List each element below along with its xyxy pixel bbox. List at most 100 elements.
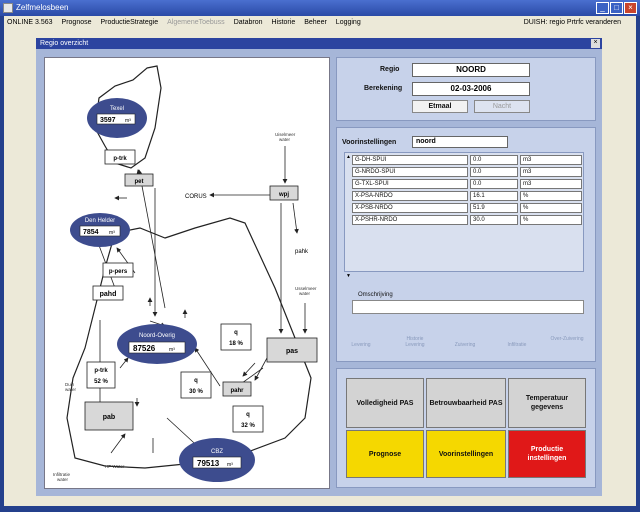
voorinstellingen-value[interactable]: noord — [412, 136, 508, 148]
node-q1[interactable]: q 18 % — [220, 323, 252, 351]
footer-historie-levering: Historie Levering — [405, 336, 425, 348]
region-texel-value: 3597 — [100, 117, 116, 124]
grid-scroll-down-icon[interactable]: ▼ — [346, 273, 351, 279]
grid-scroll-up-icon[interactable]: ▲ — [346, 154, 351, 160]
setting-unit: % — [520, 215, 582, 225]
panel-title: Regio overzicht — [40, 40, 89, 47]
node-ppers[interactable]: p-pers — [102, 262, 134, 278]
footer-levering: Levering — [351, 342, 371, 348]
node-pet[interactable]: pet — [124, 173, 154, 187]
panel-close-icon[interactable]: × — [591, 39, 600, 48]
svg-text:30 %: 30 % — [189, 389, 203, 395]
svg-text:pahr: pahr — [230, 388, 244, 394]
footer-over-zuivering: Over-Zuivering — [550, 336, 584, 342]
node-pahr[interactable]: pahr — [222, 381, 252, 397]
omschrijving-label: Omschrijving — [358, 292, 393, 298]
window-titlebar: Zelfmelosbeen _ □ × — [0, 0, 640, 16]
region-den-helder-value: 7854 — [83, 229, 99, 236]
menu-prognose[interactable]: Prognose — [61, 19, 92, 26]
svg-text:q: q — [234, 330, 238, 336]
setting-unit: % — [520, 191, 582, 201]
region-noord-overig-name: Noord-Overig — [139, 333, 175, 339]
panel-titlebar: Regio overzicht × — [36, 38, 602, 49]
node-ptrk-1[interactable]: p-trk — [104, 149, 136, 165]
opp-water-2-line2: water — [299, 291, 311, 296]
regio-value: NOORD — [412, 63, 530, 77]
opp-water-2-line1: Usselmeer — [295, 286, 317, 291]
setting-value[interactable]: 0.0 — [470, 179, 518, 189]
region-cbz-name: CBZ — [211, 449, 223, 455]
node-q2[interactable]: q 30 % — [180, 371, 212, 399]
svg-text:pahd: pahd — [100, 291, 117, 298]
region-den-helder[interactable]: Den Helder 7854 m³ — [70, 213, 130, 247]
nacht-button: Nacht — [474, 100, 530, 113]
tile-voorinstellingen[interactable]: Voorinstellingen — [426, 430, 506, 478]
user-region-link[interactable]: DUISH: regio Prtrfc veranderen — [523, 19, 621, 26]
close-icon[interactable]: × — [624, 2, 637, 14]
region-noord-overig[interactable]: Noord-Overig 87526 m³ — [117, 324, 197, 364]
app-icon — [3, 3, 13, 13]
region-texel-unit: m³ — [125, 118, 131, 124]
menu-bar: ONLINE 3.563 Prognose ProductieStrategie… — [4, 16, 636, 30]
minimize-icon[interactable]: _ — [596, 2, 609, 14]
svg-text:pet: pet — [135, 179, 144, 185]
node-q3[interactable]: q 32 % — [232, 405, 264, 433]
setting-unit: m3 — [520, 155, 582, 165]
omschrijving-field[interactable] — [352, 300, 584, 314]
setting-name: X-PSHR-NRDO — [352, 215, 468, 225]
map-panel: Texel 3597 m³ Den Helder 7854 m³ Noord-O… — [44, 57, 330, 489]
window-title: Zelfmelosbeen — [16, 3, 69, 12]
region-den-helder-unit: m³ — [109, 230, 115, 236]
region-texel[interactable]: Texel 3597 m³ — [87, 98, 147, 138]
menu-productiestrategie[interactable]: ProductieStrategie — [100, 19, 159, 26]
berekening-value: 02-03-2006 — [412, 82, 530, 96]
infiltratie-line1: Infiltratie — [53, 472, 71, 477]
menu-historie[interactable]: Historie — [271, 19, 296, 26]
svg-text:52 %: 52 % — [94, 379, 108, 385]
hpwater-label: HF-Water — [105, 464, 125, 469]
voorinstellingen-label: Voorinstellingen — [342, 139, 397, 146]
menu-databron[interactable]: Databron — [233, 19, 263, 26]
regio-label: Regio — [380, 66, 400, 73]
tile-prognose[interactable]: Prognose — [346, 430, 424, 478]
corus-label: CORUS — [185, 194, 207, 200]
node-ptrk-2[interactable]: p-trk 52 % — [86, 361, 116, 389]
svg-text:pas: pas — [286, 348, 298, 355]
node-pahd[interactable]: pahd — [92, 285, 124, 301]
setting-value[interactable]: 0.0 — [470, 167, 518, 177]
svg-text:p-trk: p-trk — [113, 156, 127, 162]
setting-value[interactable]: 16.1 — [470, 191, 518, 201]
setting-value[interactable]: 30.0 — [470, 215, 518, 225]
region-cbz[interactable]: CBZ 79513 m³ — [179, 438, 255, 482]
svg-text:q: q — [194, 378, 198, 384]
berekening-label: Berekening — [364, 85, 403, 92]
svg-text:p-pers: p-pers — [109, 269, 128, 275]
menu-logging[interactable]: Logging — [335, 19, 361, 26]
node-pas[interactable]: pas — [266, 337, 318, 363]
svg-text:pab: pab — [103, 414, 115, 421]
infiltratie-line2: water — [57, 477, 69, 482]
region-cbz-unit: m³ — [227, 462, 233, 468]
region-den-helder-name: Den Helder — [85, 218, 115, 224]
tile-betrouwbaarheid-pas[interactable]: Betrouwbaarheid PAS — [426, 378, 506, 428]
svg-text:p-trk: p-trk — [94, 368, 108, 374]
connection-status: ONLINE 3.563 — [7, 19, 53, 26]
node-pahk-label: pahk — [295, 249, 309, 255]
setting-value[interactable]: 0.0 — [470, 155, 518, 165]
opp-water-1-line2: water — [279, 137, 291, 142]
setting-name: X-PSA-NRDO — [352, 191, 468, 201]
menu-beheer[interactable]: Beheer — [304, 19, 327, 26]
node-wpj[interactable]: wpj — [269, 185, 299, 201]
etmaal-button[interactable]: Etmaal — [412, 100, 468, 113]
setting-value[interactable]: 51.9 — [470, 203, 518, 213]
node-pab[interactable]: pab — [84, 401, 134, 431]
region-texel-name: Texel — [110, 106, 124, 112]
region-noord-overig-value: 87526 — [133, 344, 156, 353]
footer-zuivering: Zuivering — [454, 342, 476, 348]
tile-volledigheid-pas[interactable]: Volledigheid PAS — [346, 378, 424, 428]
region-noord-overig-unit: m³ — [169, 347, 175, 353]
tile-productie-instellingen[interactable]: Productie instellingen — [508, 430, 586, 478]
maximize-icon[interactable]: □ — [610, 2, 623, 14]
tile-temperatuur-gegevens[interactable]: Temperatuur gegevens — [508, 378, 586, 428]
setting-name: G-TXL-SPUI — [352, 179, 468, 189]
